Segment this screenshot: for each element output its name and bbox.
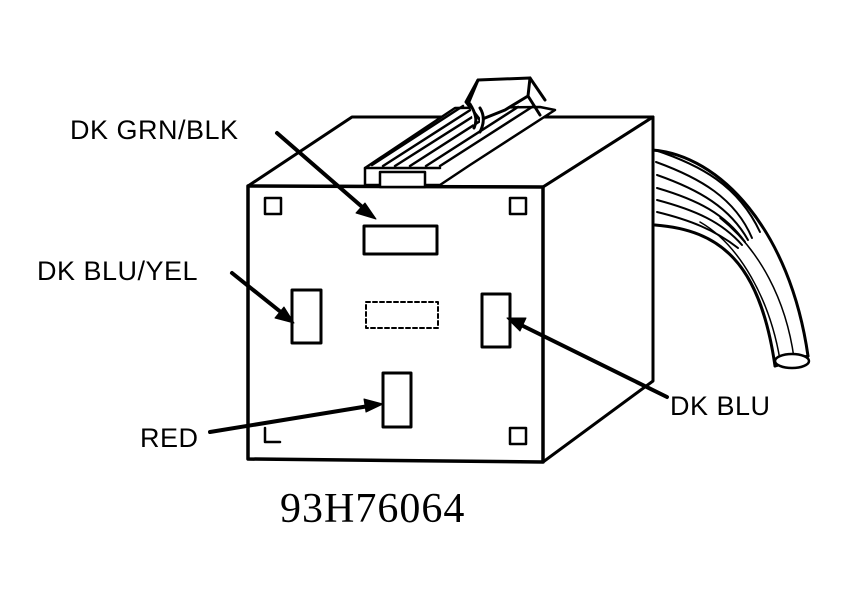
arrowhead-dk-grn-blk [355, 202, 377, 220]
arrowhead-dk-blu [506, 317, 527, 332]
arrowheads [274, 202, 527, 413]
leader-dk-blu [513, 320, 669, 399]
figure-id: 93H76064 [280, 486, 465, 532]
cavity-dk-grn-blk [362, 224, 439, 256]
leader-red [208, 403, 377, 434]
corner-marks [263, 196, 528, 446]
corner-mark-bottom-right [508, 426, 528, 446]
cavity-dk-blu [480, 292, 512, 349]
corner-mark-top-right [508, 196, 528, 216]
callout-dk-grn-blk: DK GRN/BLK [70, 115, 239, 145]
cavity-dk-blu-yel [290, 288, 323, 345]
arrowhead-dk-blu-yel [274, 306, 295, 324]
arrowhead-red [363, 398, 384, 413]
leader-dk-blu-yel [230, 271, 289, 319]
cavity-blank [365, 301, 439, 329]
cavity-red [381, 371, 413, 429]
callout-dk-blu: DK BLU [670, 391, 771, 421]
leader-dk-grn-blk [275, 131, 370, 214]
wire-harness [650, 148, 811, 370]
corner-mark-top-left [263, 196, 283, 216]
leader-lines [208, 131, 669, 434]
callout-dk-blu-yel: DK BLU/YEL [37, 256, 198, 286]
corner-mark-bottom-left [263, 426, 282, 444]
callout-red: RED [140, 423, 199, 453]
locking-tab [464, 76, 547, 134]
